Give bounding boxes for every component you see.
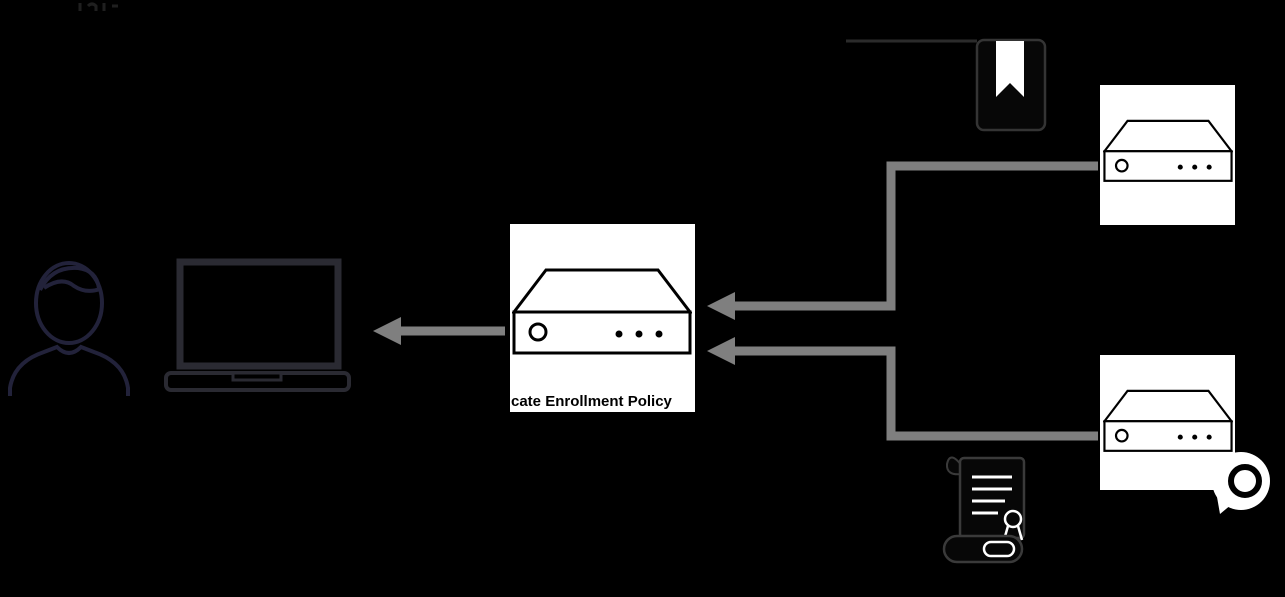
ca-server-bottom-node — [1100, 355, 1235, 490]
arrow-ca-top-to-policy — [707, 161, 1098, 320]
laptop-icon — [164, 258, 351, 392]
clipped-text-artifact — [78, 2, 118, 11]
arrow-ca-bottom-to-policy — [707, 337, 1098, 441]
certificate-scroll-icon — [942, 456, 1026, 564]
server-icon — [1103, 119, 1233, 182]
bookmark-file-icon — [975, 38, 1047, 132]
arrow-policy-to-client — [373, 317, 505, 345]
server-icon — [512, 268, 692, 355]
arrowhead-left-icon — [707, 337, 735, 365]
arrowhead-left-icon — [373, 317, 401, 345]
policy-server-label: cate Enrollment Policy — [510, 392, 695, 412]
server-icon — [1103, 389, 1233, 452]
arrowhead-left-icon — [707, 292, 735, 320]
policy-server-node — [510, 224, 695, 412]
user-icon — [8, 261, 130, 396]
seal-icon — [1212, 452, 1270, 514]
ca-server-top-node — [1100, 85, 1235, 225]
